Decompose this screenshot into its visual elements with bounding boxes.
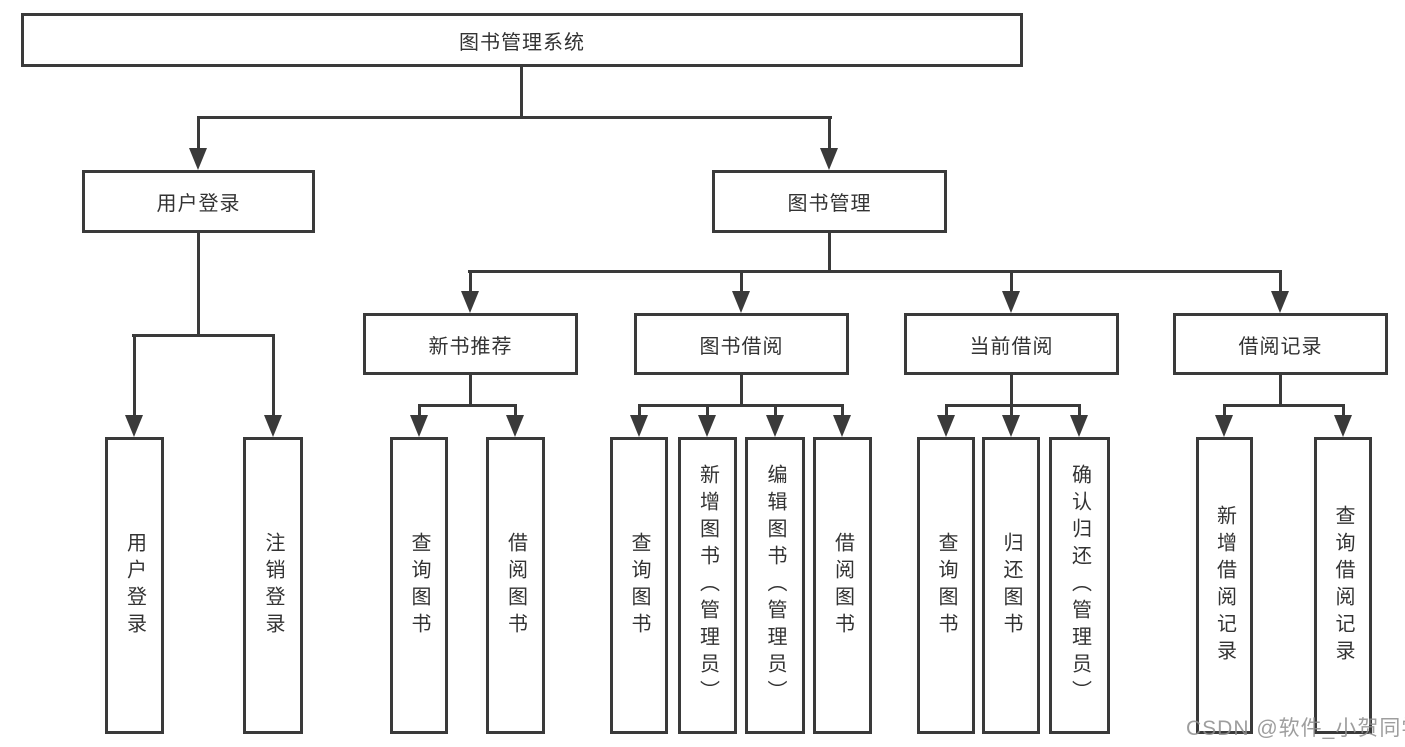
arrow-down-icon [833,415,851,437]
node-new-book-recommend-label: 新书推荐 [428,335,513,358]
leaf-borrow-book-1: 借阅图书 [486,437,545,734]
arrow-down-icon [125,415,143,437]
leaf-query-borrow-record: 查询借阅记录 [1314,437,1372,734]
leaf-borrow-book-2: 借阅图书 [813,437,872,734]
node-book-management-label: 图书管理 [787,193,872,215]
leaf-logout: 注销登录 [243,437,303,734]
leaf-query-book-2-label: 查询图书 [628,531,650,640]
leaf-logout-label: 注销登录 [262,531,284,640]
connector-borrow-records-stem [1279,375,1282,406]
leaf-query-book-2: 查询图书 [610,437,668,734]
node-user-login-label: 用户登录 [156,193,241,215]
connector-root-hbar [197,116,832,119]
node-book-borrowing-label: 图书借阅 [699,335,784,358]
connector-book-mgmt-hbar [468,270,1282,273]
connector-line-v [418,404,421,417]
connector-current-borrow-stem [1010,375,1013,406]
leaf-add-borrow-record: 新增借阅记录 [1196,437,1253,734]
connector-new-book-hbar [418,404,517,407]
leaf-edit-book-admin: 编辑图书（管理员） [745,437,805,734]
leaf-user-login-label: 用户登录 [123,531,146,640]
node-current-borrowing-label: 当前借阅 [969,335,1054,358]
arrow-down-icon [1002,415,1020,437]
leaf-borrow-book-2-label: 借阅图书 [831,531,854,640]
arrow-down-icon [766,415,784,437]
node-root: 图书管理系统 [21,13,1023,67]
connector-line-v [1223,404,1226,417]
leaf-add-borrow-record-label: 新增借阅记录 [1213,504,1236,667]
arrow-down-icon [698,415,716,437]
connector-user-login-hbar [132,334,275,337]
node-book-management: 图书管理 [712,170,947,233]
leaf-confirm-return-admin: 确认归还（管理员） [1049,437,1110,734]
leaf-query-book-1: 查询图书 [390,437,448,734]
leaf-add-book-admin-label: 新增图书（管理员） [696,464,719,707]
connector-line-v [740,270,743,291]
arrow-down-icon [820,148,838,170]
leaf-query-book-3-label: 查询图书 [935,531,957,640]
connector-line-v [1078,404,1081,417]
arrow-down-icon [1002,291,1020,313]
arrow-down-icon [410,415,428,437]
leaf-return-book: 归还图书 [982,437,1040,734]
connector-book-borrow-hbar [638,404,844,407]
node-borrow-records-label: 借阅记录 [1238,335,1323,358]
arrow-down-icon [1070,415,1088,437]
connector-line-v [774,404,777,417]
arrow-down-icon [1334,415,1352,437]
connector-line-v [514,404,517,417]
connector-line-v [133,334,136,417]
watermark: CSDN @软件_小贺同学 [1186,717,1405,740]
node-new-book-recommend: 新书推荐 [363,313,578,375]
connector-line-v [1279,270,1282,291]
arrow-down-icon [264,415,282,437]
arrow-down-icon [506,415,524,437]
connector-line-v [706,404,709,417]
leaf-confirm-return-admin-label: 确认归还（管理员） [1068,464,1091,707]
connector-line-v [841,404,844,417]
leaf-query-book-1-label: 查询图书 [408,531,430,640]
connector-borrow-records-hbar [1223,404,1345,407]
arrow-down-icon [461,291,479,313]
leaf-user-login: 用户登录 [105,437,164,734]
connector-book-mgmt-stem [828,233,831,272]
leaf-add-book-admin: 新增图书（管理员） [678,437,737,734]
connector-root-stem [520,67,523,117]
arrow-down-icon [937,415,955,437]
arrow-down-icon [1215,415,1233,437]
node-borrow-records: 借阅记录 [1173,313,1388,375]
connector-line-v [638,404,641,417]
connector-new-book-stem [469,375,472,406]
leaf-edit-book-admin-label: 编辑图书（管理员） [764,464,786,707]
connector-current-borrow-hbar [945,404,1081,407]
node-current-borrowing: 当前借阅 [904,313,1119,375]
arrow-down-icon [1271,291,1289,313]
leaf-return-book-label: 归还图书 [1000,531,1022,640]
connector-line-v [828,116,831,152]
connector-line-v [1010,404,1013,417]
arrow-down-icon [630,415,648,437]
connector-book-borrow-stem [740,375,743,406]
connector-line-v [469,270,472,291]
leaf-query-book-3: 查询图书 [917,437,975,734]
arrow-down-icon [732,291,750,313]
connector-line-v [945,404,948,417]
node-book-borrowing: 图书借阅 [634,313,849,375]
connector-line-v [1342,404,1345,417]
node-user-login: 用户登录 [82,170,315,233]
connector-line-v [1010,270,1013,291]
connector-line-v [197,116,200,152]
connector-line-v [272,334,275,417]
leaf-query-borrow-record-label: 查询借阅记录 [1332,504,1354,667]
node-root-label: 图书管理系统 [459,31,585,54]
arrow-down-icon [189,148,207,170]
leaf-borrow-book-1-label: 借阅图书 [504,531,527,640]
connector-user-login-stem [197,233,200,336]
